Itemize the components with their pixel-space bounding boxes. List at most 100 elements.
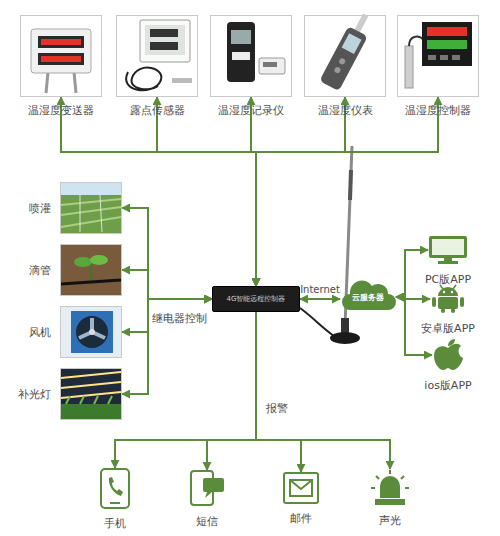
controller-illustration <box>398 16 478 96</box>
antenna-illustration-part <box>341 318 349 334</box>
grow-light-illustration-part <box>61 369 121 419</box>
photo-box: 露点传感器 <box>116 15 198 97</box>
dew-point-sensor-illustration <box>117 16 197 96</box>
phone-icon-part <box>101 469 129 508</box>
handheld-meter-illustration-part <box>319 10 376 91</box>
controller-illustration-part <box>427 40 467 49</box>
dew-point-sensor-illustration-part <box>145 25 185 55</box>
photo-box: 喷灌 <box>60 182 122 234</box>
android-icon-part <box>438 287 458 296</box>
transmitter-illustration-part <box>41 56 81 62</box>
controller-illustration-part <box>440 55 448 60</box>
drip-pipe-illustration-part <box>90 255 108 265</box>
data-logger-illustration-part <box>263 62 277 67</box>
sprinkler-illustration-part <box>61 199 121 227</box>
mail-icon <box>284 473 318 503</box>
controller-illustration-part <box>452 55 460 60</box>
data-logger-illustration-part <box>227 22 255 82</box>
drip-pipe-illustration-part <box>61 280 121 284</box>
grow-light-illustration-part <box>61 372 121 398</box>
android-icon-part <box>443 291 445 293</box>
drip-pipe-illustration-part <box>61 245 121 295</box>
fan-illustration-part <box>79 318 105 338</box>
icon-box: 安卓版APP <box>430 284 466 314</box>
connector-arrow <box>256 312 390 469</box>
phone-icon <box>101 469 129 508</box>
photo-box: 温湿度仪表 <box>304 15 386 97</box>
transmitter-illustration <box>21 16 101 96</box>
android-icon <box>432 285 464 313</box>
drip-pipe-illustration <box>61 245 121 295</box>
fan-illustration-part <box>71 311 113 353</box>
apple-icon-part <box>434 344 463 370</box>
icon-box: 声光 <box>373 469 407 506</box>
data-logger-illustration-part <box>211 16 291 96</box>
android-icon-part <box>432 297 436 307</box>
antenna-illustration-part <box>330 332 360 344</box>
connector-arrow <box>122 208 212 299</box>
connector-arrow <box>256 97 345 286</box>
drip-pipe-illustration-part <box>90 264 92 280</box>
connector-arrow <box>122 299 212 394</box>
siren-icon <box>371 470 409 505</box>
icon-box: PC版APP <box>428 235 468 265</box>
node-label: 4G智能远程控制器 <box>227 295 286 303</box>
sprinkler-illustration-part <box>61 183 121 195</box>
android-icon-part <box>441 308 445 313</box>
phone-icon-part <box>110 502 120 504</box>
connector-arrow <box>207 312 256 470</box>
fan-illustration-part <box>61 307 121 357</box>
handheld-meter-illustration <box>305 10 385 96</box>
node-label: 邮件 <box>290 512 312 525</box>
node-label: 温湿度变送器 <box>28 104 94 117</box>
transmitter-illustration-part <box>38 53 84 65</box>
node-label: 温湿度仪表 <box>318 104 373 117</box>
node-label: PC版APP <box>425 273 471 286</box>
connector-arrow <box>115 312 256 468</box>
handheld-meter-illustration-part-part <box>333 66 341 74</box>
node-label: 声光 <box>379 514 401 527</box>
pc-icon-part <box>438 261 458 264</box>
apple-icon <box>434 339 463 370</box>
handheld-meter-illustration-part-part <box>338 57 346 65</box>
controller-illustration-part <box>409 37 424 46</box>
fan-illustration <box>61 307 121 357</box>
transmitter-illustration-part <box>46 72 48 93</box>
controller-illustration-part <box>398 16 478 96</box>
photo-box: 风机 <box>60 306 122 358</box>
siren-icon-part <box>371 470 409 488</box>
android-icon-part <box>460 297 464 307</box>
android-icon-part <box>451 291 453 293</box>
fan-illustration-part <box>76 316 108 348</box>
handheld-meter-illustration-part-part <box>342 33 362 54</box>
edge-label: Internet <box>300 283 340 296</box>
data-logger-illustration <box>211 16 291 96</box>
node-label: 喷灌 <box>29 202 51 215</box>
node-label: 温湿度控制器 <box>405 104 471 117</box>
siren-icon-part <box>380 476 400 498</box>
pc-icon-part <box>429 236 467 258</box>
photo-box: 滴管 <box>60 244 122 296</box>
grow-light-illustration <box>61 369 121 419</box>
apple-icon-part <box>448 339 455 346</box>
connector-arrow <box>122 270 212 299</box>
pc-icon <box>429 236 467 264</box>
handheld-meter-illustration-part <box>305 16 385 96</box>
android-icon-part <box>451 308 455 313</box>
node-label: 短信 <box>196 515 218 528</box>
icon-box: 邮件 <box>283 472 319 504</box>
controller-illustration-part <box>405 46 413 88</box>
node-label: 手机 <box>104 517 126 530</box>
sprinkler-illustration <box>61 183 121 233</box>
mail-icon-part <box>284 473 318 503</box>
dew-point-sensor-illustration-part <box>172 78 192 83</box>
pc-icon-part <box>432 239 464 255</box>
connector-arrow <box>300 298 340 300</box>
drip-pipe-illustration-part <box>74 257 92 267</box>
mail-icon-part <box>290 480 312 489</box>
fan-illustration-part <box>89 329 95 335</box>
transmitter-illustration-part <box>41 39 81 45</box>
mail-icon-part <box>290 480 312 496</box>
annotation-label: 继电器控制 <box>152 312 207 325</box>
